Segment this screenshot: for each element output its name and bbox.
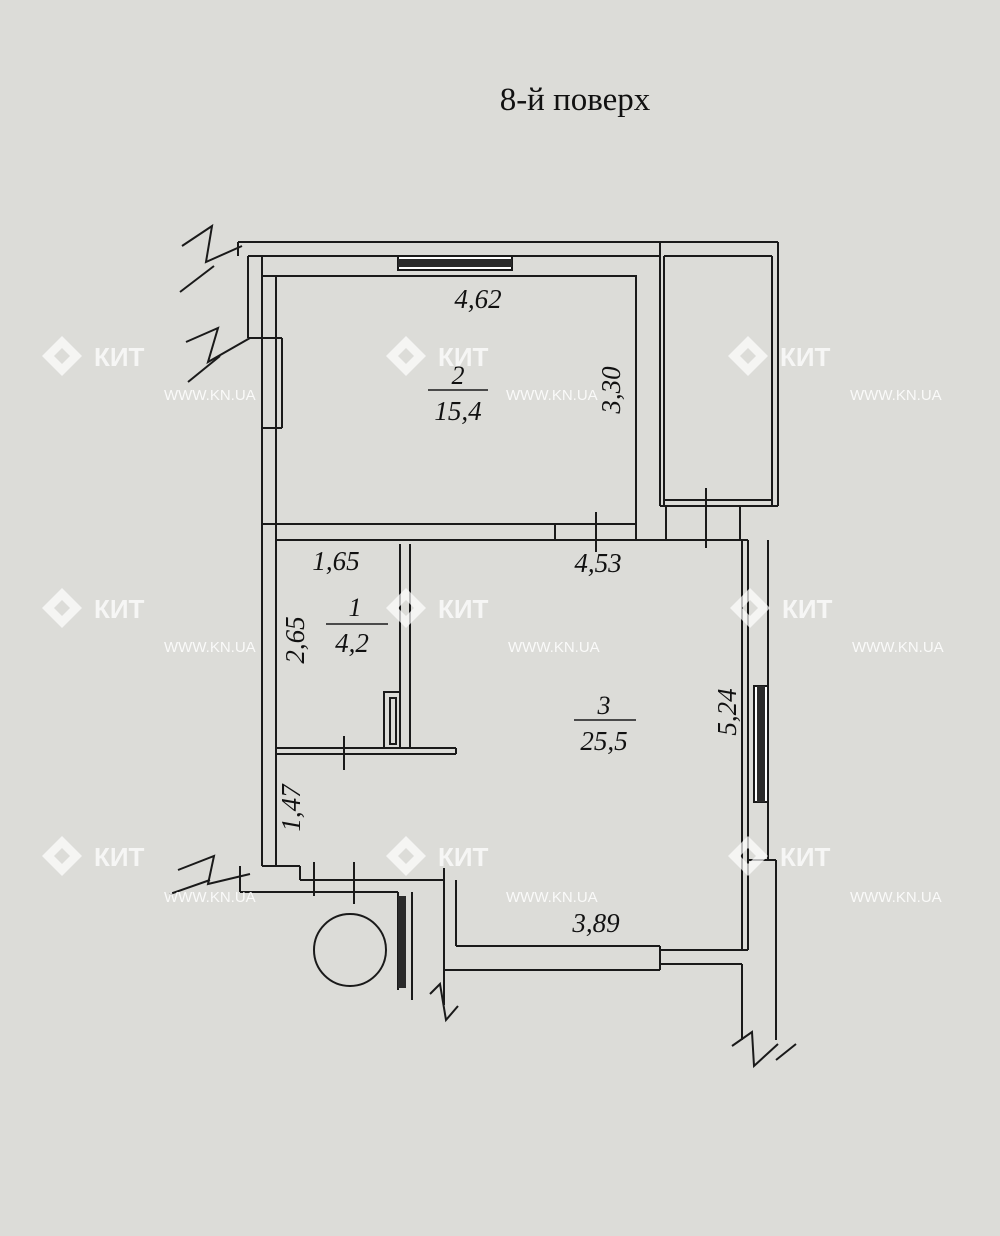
watermark-url: WWW.KN.UA <box>506 387 598 404</box>
dim-hall-depth: 1,47 <box>276 783 306 832</box>
watermark-url: WWW.KN.UA <box>850 889 942 906</box>
windows <box>397 255 769 988</box>
svg-text:КИТ: КИТ <box>780 342 831 372</box>
floor-title: 8-й поверх <box>499 82 651 118</box>
watermark-url: WWW.KN.UA <box>850 387 942 404</box>
room-label-3: 3 25,5 <box>574 691 636 756</box>
watermark-url: WWW.KN.UA <box>506 889 598 906</box>
dimensions: 4,62 3,30 1,65 2,65 4,53 5,24 1,47 3,89 <box>276 284 742 938</box>
svg-text:КИТ: КИТ <box>438 594 489 624</box>
watermark: КИТ <box>730 588 833 628</box>
door-marks <box>313 488 707 904</box>
watermark-url: WWW.KN.UA <box>164 387 256 404</box>
svg-text:КИТ: КИТ <box>438 842 489 872</box>
svg-text:КИТ: КИТ <box>782 594 833 624</box>
dim-room3-depth: 5,24 <box>712 688 742 735</box>
room-area-3: 25,5 <box>580 726 627 756</box>
dim-room1-depth: 2,65 <box>280 616 310 663</box>
watermark: КИТ <box>728 336 831 376</box>
room-number-1: 1 <box>349 593 362 622</box>
svg-text:КИТ: КИТ <box>438 342 489 372</box>
watermark: КИТ <box>42 336 145 376</box>
svg-text:КИТ: КИТ <box>94 342 145 372</box>
room-area-1: 4,2 <box>335 628 369 658</box>
room-area-2: 15,4 <box>434 396 481 426</box>
watermark: КИТ <box>728 836 831 876</box>
room-label-1: 1 4,2 <box>326 593 388 658</box>
watermark: КИТ <box>386 588 489 628</box>
svg-text:КИТ: КИТ <box>94 842 145 872</box>
room-number-3: 3 <box>597 691 611 720</box>
dim-bottom-width: 3,89 <box>571 908 620 938</box>
watermark-url: WWW.KN.UA <box>508 639 600 656</box>
window-entrance <box>398 896 406 988</box>
dim-room2-depth: 3,30 <box>596 366 626 415</box>
watermark-url: WWW.KN.UA <box>164 889 256 906</box>
dim-room2-width: 4,62 <box>454 284 501 314</box>
shaft-circle <box>313 913 387 987</box>
watermark: КИТ <box>42 836 145 876</box>
watermark: КИТ <box>386 836 489 876</box>
watermark: КИТ <box>42 588 145 628</box>
walls <box>237 241 779 1040</box>
watermark: КИТ <box>386 336 489 376</box>
room-number-2: 2 <box>452 361 465 390</box>
watermark-url: WWW.KN.UA <box>164 639 256 656</box>
svg-text:КИТ: КИТ <box>780 842 831 872</box>
break-lines <box>169 223 797 1069</box>
watermarks: КИТ WWW.KN.UA КИТ WWW.KN.UA КИТ WWW.KN.U… <box>42 336 944 906</box>
dim-room3-width: 4,53 <box>574 548 621 578</box>
room-label-2: 2 15,4 <box>428 361 488 426</box>
dim-room1-width: 1,65 <box>312 546 359 576</box>
svg-text:КИТ: КИТ <box>94 594 145 624</box>
watermark-url: WWW.KN.UA <box>852 639 944 656</box>
